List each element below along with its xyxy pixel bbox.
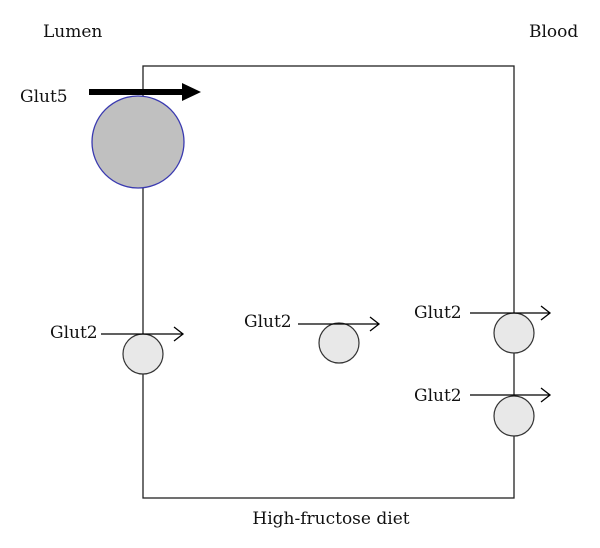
glut2-cytoplasm-arrow — [298, 316, 381, 332]
glut2-apical-arrow — [101, 326, 185, 342]
glut2-basolateral-upper-transporter — [493, 312, 535, 354]
glut2-basolateral-upper-label: Glut2 — [414, 303, 462, 323]
glut5-thick-arrow — [89, 83, 201, 101]
glut2-basolateral-lower-arrow — [470, 387, 552, 403]
lumen-label: Lumen — [43, 22, 102, 42]
glut2-apical-transporter — [122, 333, 164, 375]
glut2-cytoplasm-label: Glut2 — [244, 312, 292, 332]
diagram-caption: High-fructose diet — [252, 509, 409, 529]
glut5-transporter — [91, 95, 185, 189]
glut2-basolateral-lower-transporter — [493, 395, 535, 437]
blood-label: Blood — [529, 22, 578, 42]
glut5-arrow-head — [182, 83, 201, 101]
glut2-basolateral-upper-arrow — [470, 305, 552, 321]
glut5-label: Glut5 — [20, 87, 68, 107]
glut2-apical-label: Glut2 — [50, 323, 98, 343]
enterocyte-outline — [142, 65, 515, 499]
glut2-cytoplasm-transporter — [318, 322, 360, 364]
glut2-basolateral-lower-label: Glut2 — [414, 386, 462, 406]
